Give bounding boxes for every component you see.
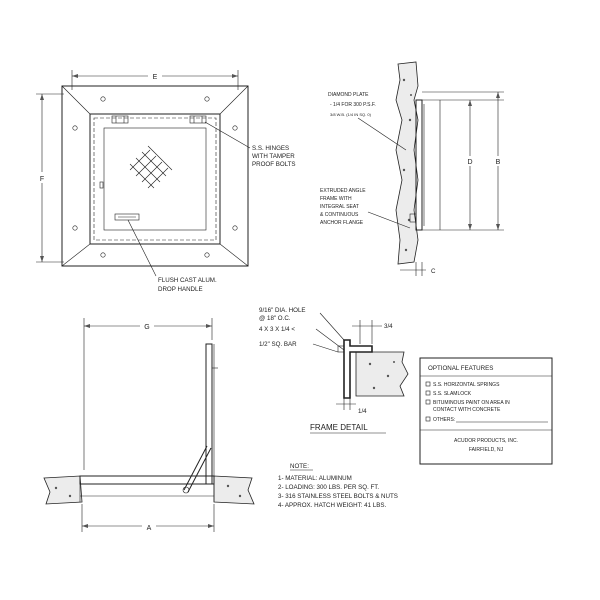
open-cover [205,343,213,485]
company-name: ACUDOR PRODUCTS, INC. [454,438,518,444]
drop-handle-icon [114,213,140,221]
cover-gasket [93,117,217,241]
elevation-view: G A [43,318,255,532]
callout-handle-2: DROP HANDLE [158,286,203,293]
feature-bituminous-1: BITUMINOUS PAINT ON AREA IN [433,400,510,406]
detail-sq-bar [337,345,345,353]
plan-view: E F [36,70,296,293]
notes-title: NOTE: [290,463,309,470]
frame-note-2: FRAME WITH [320,196,352,202]
detail-hole-note-2: @ 18" O.C. [259,315,291,322]
feature-others: OTHERS: [433,417,455,423]
frame-note-5: ANCHOR FLANGE [320,220,364,226]
note-item-1: 1- MATERIAL: ALUMINUM [278,475,352,482]
callout-hinges-1: S.S. HINGES [252,145,289,152]
feature-bituminous-2: CONTACT WITH CONCRETE [433,407,501,413]
section-small-note: 3/8 W.B. (1/4 IN SQ. 0) [330,112,372,117]
notes-block: NOTE: 1- MATERIAL: ALUMINUM 2- LOADING: … [278,463,398,509]
frame-detail: 9/16" DIA. HOLE @ 18" O.C. 4 X 3 X 1/4 <… [259,307,409,434]
latch-icon [99,181,104,189]
note-item-3: 3- 316 STAINLESS STEEL BOLTS & NUTS [278,493,398,500]
frame-opening [89,113,221,245]
callout-handle-1: FLUSH CAST ALUM. [158,277,217,284]
feature-springs: S.S. HORIZONTAL SPRINGS [433,382,500,388]
dim-label-b: B [496,159,501,166]
frame-note-4: & CONTINUOUS [320,212,359,218]
section-title: DIAMOND PLATE [328,92,369,98]
leader-hinges [204,121,251,149]
detail-dim-bottom: 1/4 [358,408,367,415]
checkbox-slamlock [425,390,431,396]
section-view: DIAMOND PLATE - 1/4 FOR 300 P.S.F. 3/8 W… [320,61,504,276]
angle-frame [415,99,423,231]
dim-label-c: C [431,268,436,275]
support-arm [183,445,208,491]
detail-angle-note: 4 X 3 X 1/4 < [259,326,295,333]
detail-title: FRAME DETAIL [310,423,368,432]
concrete-slab-right [213,475,255,505]
dim-label-a: A [147,525,152,532]
anchor-holes [72,96,238,258]
frame-note-3: INTEGRAL SEAT [320,204,359,210]
detail-dim-right: 3/4 [384,323,393,330]
frame-note-1: EXTRUDED ANGLE [320,188,366,194]
checkbox-others [425,416,431,422]
optional-features-title: OPTIONAL FEATURES [428,365,493,372]
checkbox-bituminous [425,399,431,405]
company-city: FAIRFIELD, NJ [469,447,504,453]
detail-bar-note: 1/2" SQ. BAR [259,341,297,348]
note-item-2: 2- LOADING: 300 LBS. PER SQ. FT. [278,484,379,491]
dim-label-f: F [40,176,44,183]
leader-handle [127,219,157,277]
frame-section [79,475,215,485]
callout-hinges-3: PROOF BOLTS [252,161,296,168]
section-loading-note: - 1/4 FOR 300 P.S.F. [330,102,376,108]
leader-diamond [357,117,407,151]
concrete-slab-left [43,475,83,505]
callout-hinges-2: WITH TAMPER [252,153,295,160]
cover-plate [103,127,207,231]
feature-slamlock: S.S. SLAMLOCK [433,391,472,397]
dim-label-e: E [153,74,158,81]
hinge-icon [111,115,207,124]
leader-frame [367,211,411,229]
detail-angle [343,339,373,399]
diamond-plate-icon [129,145,173,189]
outer-flange [61,85,249,267]
detail-concrete [355,351,409,397]
checkbox-springs [425,381,431,387]
dim-label-d: D [467,159,472,166]
concrete-wall [395,61,419,265]
dim-label-g: G [144,324,149,331]
optional-features-box: OPTIONAL FEATURES S.S. HORIZONTAL SPRING… [419,357,553,465]
detail-hole-note-1: 9/16" DIA. HOLE [259,307,306,314]
note-item-4: 4- APPROX. HATCH WEIGHT: 41 LBS. [278,502,386,509]
